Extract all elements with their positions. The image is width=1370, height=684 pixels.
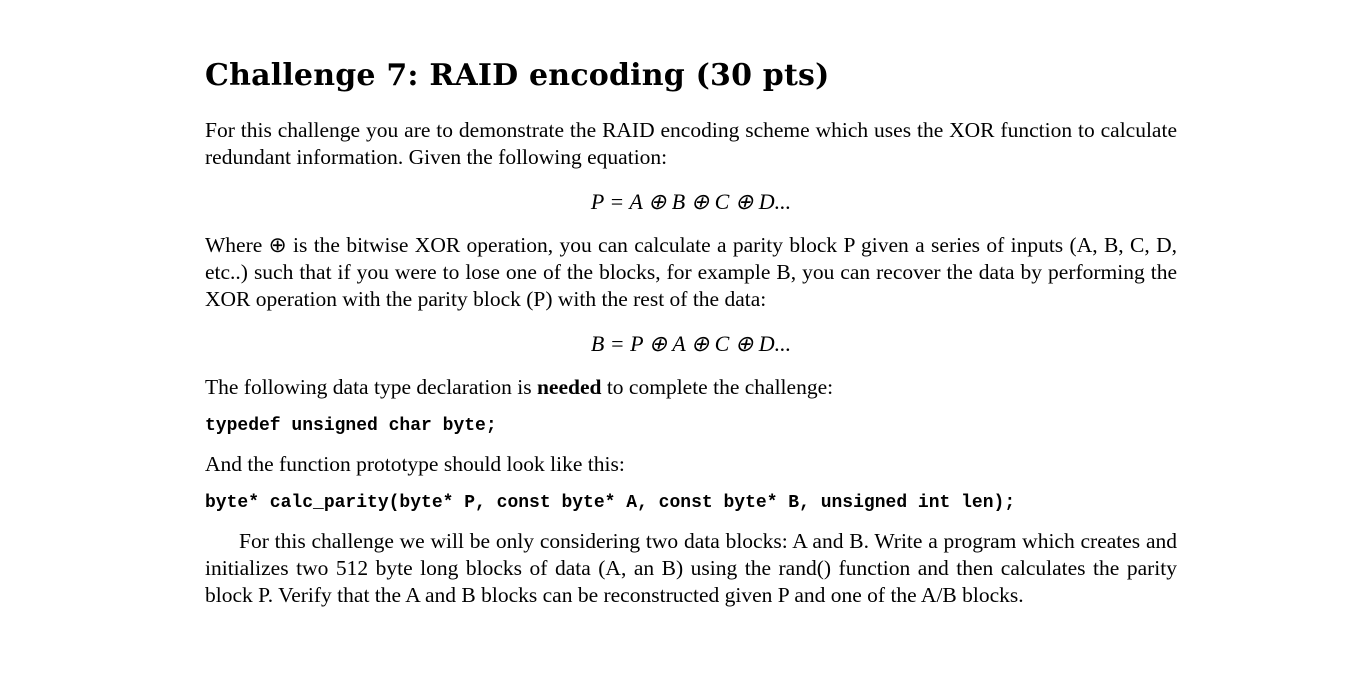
parity-equation: P = A ⊕ B ⊕ C ⊕ D... xyxy=(590,189,792,214)
document-page: Challenge 7: RAID encoding (30 pts) For … xyxy=(205,54,1177,609)
function-prototype-code: byte* calc_parity(byte* P, const byte* A… xyxy=(205,493,1016,513)
task-paragraph: For this challenge we will be only consi… xyxy=(205,529,1177,607)
declaration-text-before: The following data type declaration is xyxy=(205,375,537,399)
challenge-title: Challenge 7: RAID encoding (30 pts) xyxy=(205,58,830,93)
declaration-text-after: to complete the challenge: xyxy=(601,375,834,399)
recovery-equation: B = P ⊕ A ⊕ C ⊕ D... xyxy=(590,331,792,356)
typedef-code: typedef unsigned char byte; xyxy=(205,416,497,436)
intro-paragraph: For this challenge you are to demonstrat… xyxy=(205,118,1177,169)
xor-explanation-paragraph: Where ⊕ is the bitwise XOR operation, yo… xyxy=(205,233,1177,311)
needed-emphasis: needed xyxy=(536,375,602,399)
declaration-intro-paragraph: The following data type declaration is n… xyxy=(205,374,1177,401)
prototype-intro-paragraph: And the function prototype should look l… xyxy=(205,452,625,476)
